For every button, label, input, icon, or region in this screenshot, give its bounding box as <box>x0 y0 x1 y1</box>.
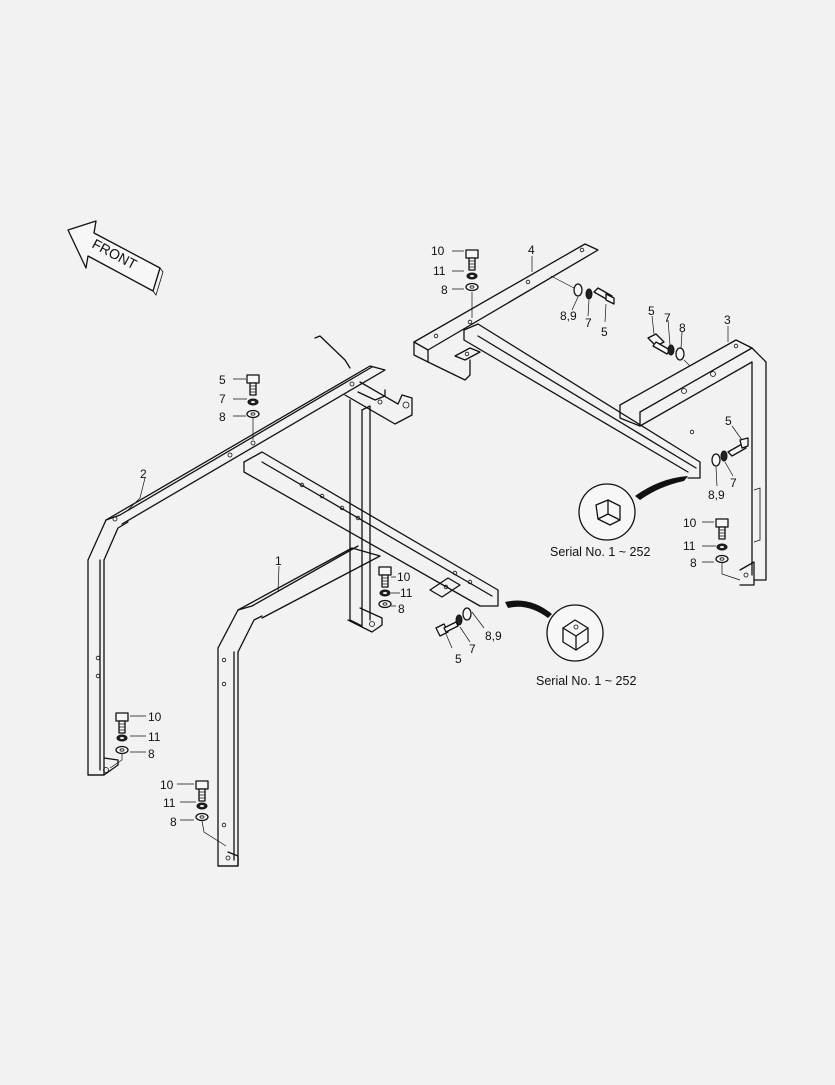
callout-5-c: 5 <box>725 414 732 428</box>
fastener-stack-frame2-foot: 10 11 8 <box>109 710 162 769</box>
callout-11-a: 11 <box>433 264 446 278</box>
frame-part-4 <box>413 243 599 381</box>
callout-8-a: 8 <box>441 283 448 297</box>
callout-10-d: 10 <box>683 516 697 530</box>
serial-note-right: Serial No. 1 ~ 252 <box>550 545 650 559</box>
callout-part-4: 4 <box>528 243 535 257</box>
fastener-stack-frame2-beam: 5 7 8 <box>219 373 260 440</box>
callout-11-d: 11 <box>683 539 696 553</box>
callout-89-a: 8,9 <box>560 309 577 323</box>
callout-8-h: 8 <box>148 747 155 761</box>
callout-89-c: 8,9 <box>708 488 725 502</box>
callout-89-g: 8,9 <box>485 629 502 643</box>
callout-10-h: 10 <box>148 710 162 724</box>
callout-7-g: 7 <box>469 642 476 656</box>
front-direction-arrow: FRONT <box>67 220 164 296</box>
callout-10-a: 10 <box>431 244 445 258</box>
frame-part-2 <box>87 335 413 776</box>
frame-part-1 <box>217 451 499 867</box>
callout-10-f: 10 <box>397 570 411 584</box>
fastener-stack-frame1-foot: 10 11 8 <box>160 778 227 847</box>
callout-5-g: 5 <box>455 652 462 666</box>
fastener-stack-crossbeam-end: 8,9 7 5 <box>435 607 502 666</box>
frame-part-3 <box>463 323 767 586</box>
detail-circle-right <box>578 476 688 541</box>
callout-5-e: 5 <box>219 373 226 387</box>
center-post <box>347 399 383 633</box>
fastener-stack-center-base: 10 11 8 <box>378 566 413 616</box>
callout-5-a: 5 <box>601 325 608 339</box>
callout-7-c: 7 <box>730 476 737 490</box>
callout-8-b: 8 <box>679 321 686 335</box>
detail-circle-center <box>505 600 604 662</box>
callout-7-e: 7 <box>219 392 226 406</box>
callout-part-2: 2 <box>140 467 147 481</box>
callout-8-d: 8 <box>690 556 697 570</box>
fastener-stack-frame3-foot: 10 11 8 <box>683 516 741 581</box>
callout-8-i: 8 <box>170 815 177 829</box>
callout-part-1: 1 <box>275 554 282 568</box>
fastener-stack-frame4-side: 8,9 7 5 <box>550 275 615 339</box>
fastener-stack-top: 10 11 8 <box>431 244 479 318</box>
callout-8-e: 8 <box>219 410 226 424</box>
callout-part-3: 3 <box>724 313 731 327</box>
callout-11-h: 11 <box>148 730 161 744</box>
callout-7-b: 7 <box>664 311 671 325</box>
fastener-stack-frame3-top: 5 7 8 <box>647 304 691 367</box>
callout-8-f: 8 <box>398 602 405 616</box>
callout-11-i: 11 <box>163 796 176 810</box>
part-callouts: 2 1 4 3 <box>127 243 731 593</box>
callout-11-f: 11 <box>400 586 413 600</box>
callout-5-b: 5 <box>648 304 655 318</box>
callout-10-i: 10 <box>160 778 174 792</box>
callout-7-a: 7 <box>585 316 592 330</box>
serial-note-center: Serial No. 1 ~ 252 <box>536 674 636 688</box>
fastener-stack-frame3-lower: 5 8,9 7 <box>708 414 749 502</box>
